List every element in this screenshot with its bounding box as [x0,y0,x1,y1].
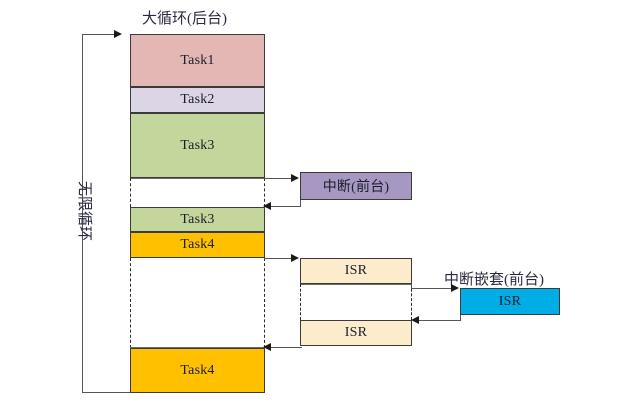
isr-return-line [266,347,302,348]
isr-gap-top-edge [300,284,412,285]
interrupt-return-arrowhead-icon [263,202,271,210]
loop-arrowhead-icon [114,29,122,38]
nested-return-vertical [460,315,461,321]
interrupt-enter-line [264,178,292,179]
gap1-right-dashed [264,178,265,207]
isr-enter-line [264,258,292,259]
interrupt-return-line [266,206,300,207]
block-task3-resume-label: Task3 [180,211,215,227]
gap2-bottom-edge [130,347,265,348]
block-task4-resume-label: Task4 [180,362,215,378]
box-isr-nested[interactable]: ISR [460,288,560,315]
box-isr-nested-label: ISR [498,293,522,309]
block-task3-first-label: Task3 [180,137,215,153]
block-task3-first[interactable]: Task3 [130,113,265,178]
nested-enter-arrowhead-icon [451,283,459,292]
main-loop-title: 大循环(后台) [142,11,227,27]
block-task3-resume[interactable]: Task3 [130,207,265,232]
box-isr-bottom[interactable]: ISR [300,320,412,346]
gap2-left-dashed [130,258,131,348]
block-task1-label: Task1 [180,52,215,68]
loop-left-vertical [82,34,83,392]
block-task4-first[interactable]: Task4 [130,232,265,258]
block-task4-resume[interactable]: Task4 [130,348,265,393]
block-task2[interactable]: Task2 [130,87,265,113]
block-task1[interactable]: Task1 [130,34,265,87]
box-isr-top-label: ISR [344,263,368,278]
loop-bottom-segment [82,392,130,393]
nested-return-arrowhead-icon [411,316,419,324]
nested-enter-line [411,288,452,289]
loop-top-segment [82,34,115,35]
block-task4-first-label: Task4 [180,237,215,252]
nested-interrupt-title: 中断嵌套(前台) [444,272,544,288]
interrupt-enter-arrowhead-icon [291,173,299,182]
interrupt-return-vertical [300,200,301,207]
isr-return-arrowhead-icon [263,343,271,351]
isr-gap-left-dashed [300,284,301,320]
gap2-right-dashed [264,258,265,348]
isr-enter-arrowhead-icon [291,253,299,262]
nested-enter-vertical [411,284,412,289]
box-interrupt[interactable]: 中断(前台) [300,172,412,200]
box-interrupt-label: 中断(前台) [322,180,390,195]
nested-return-line [414,320,460,321]
infinite-loop-label: 无限循环 [76,181,92,242]
gap1-top-edge [130,178,265,179]
box-isr-top[interactable]: ISR [300,258,412,284]
box-isr-bottom-label: ISR [344,325,368,340]
isr-gap-right-dashed [411,284,412,320]
block-task2-label: Task2 [180,92,215,107]
gap1-left-dashed [130,178,131,207]
